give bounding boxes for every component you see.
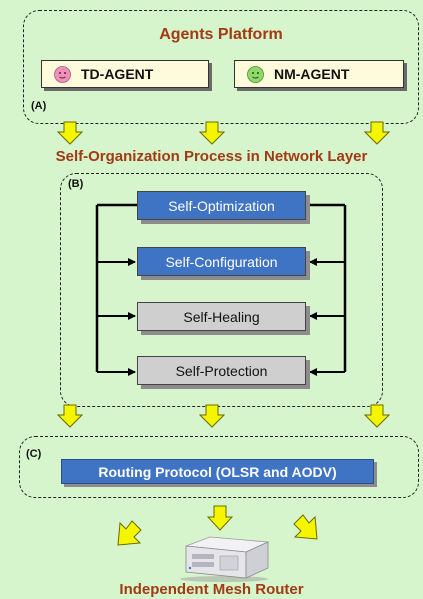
self-configuration-box: Self-Configuration: [137, 247, 306, 276]
td-agent-label: TD-AGENT: [81, 66, 154, 82]
diagonal-arrow-icon: [293, 514, 318, 540]
down-arrow-icon: [199, 121, 225, 145]
agents-platform-title: Agents Platform: [159, 26, 283, 43]
agents-platform-container: [23, 10, 419, 124]
nm-agent-box: NM-AGENT: [234, 60, 404, 88]
nm-agent-label: NM-AGENT: [274, 66, 350, 82]
down-arrow-icon: [199, 404, 225, 428]
section-b-label: (B): [68, 178, 84, 190]
section-a-label: (A): [31, 100, 47, 112]
routing-protocol-box: Routing Protocol (OLSR and AODV): [61, 459, 374, 484]
self-healing-box: Self-Healing: [137, 302, 306, 331]
td-agent-box: TD-AGENT: [41, 60, 209, 88]
mesh-router-icon: [180, 536, 270, 582]
self-protection-box: Self-Protection: [137, 356, 306, 385]
mesh-router-title: Independent Mesh Router: [119, 581, 304, 598]
down-arrow-icon: [57, 404, 83, 428]
pink-smiley-icon: [54, 65, 71, 83]
green-smiley-icon: [247, 65, 264, 83]
down-arrow-icon: [364, 404, 390, 428]
down-arrow-icon: [207, 505, 233, 531]
self-organization-title: Self-Organization Process in Network Lay…: [55, 148, 368, 165]
section-c-label: (C): [26, 448, 42, 460]
self-optimization-box: Self-Optimization: [137, 191, 306, 220]
diagonal-arrow-icon: [117, 520, 142, 546]
routing-protocol-container: [19, 436, 419, 498]
down-arrow-icon: [57, 121, 83, 145]
self-organization-container: [60, 173, 383, 407]
down-arrow-icon: [364, 121, 390, 145]
